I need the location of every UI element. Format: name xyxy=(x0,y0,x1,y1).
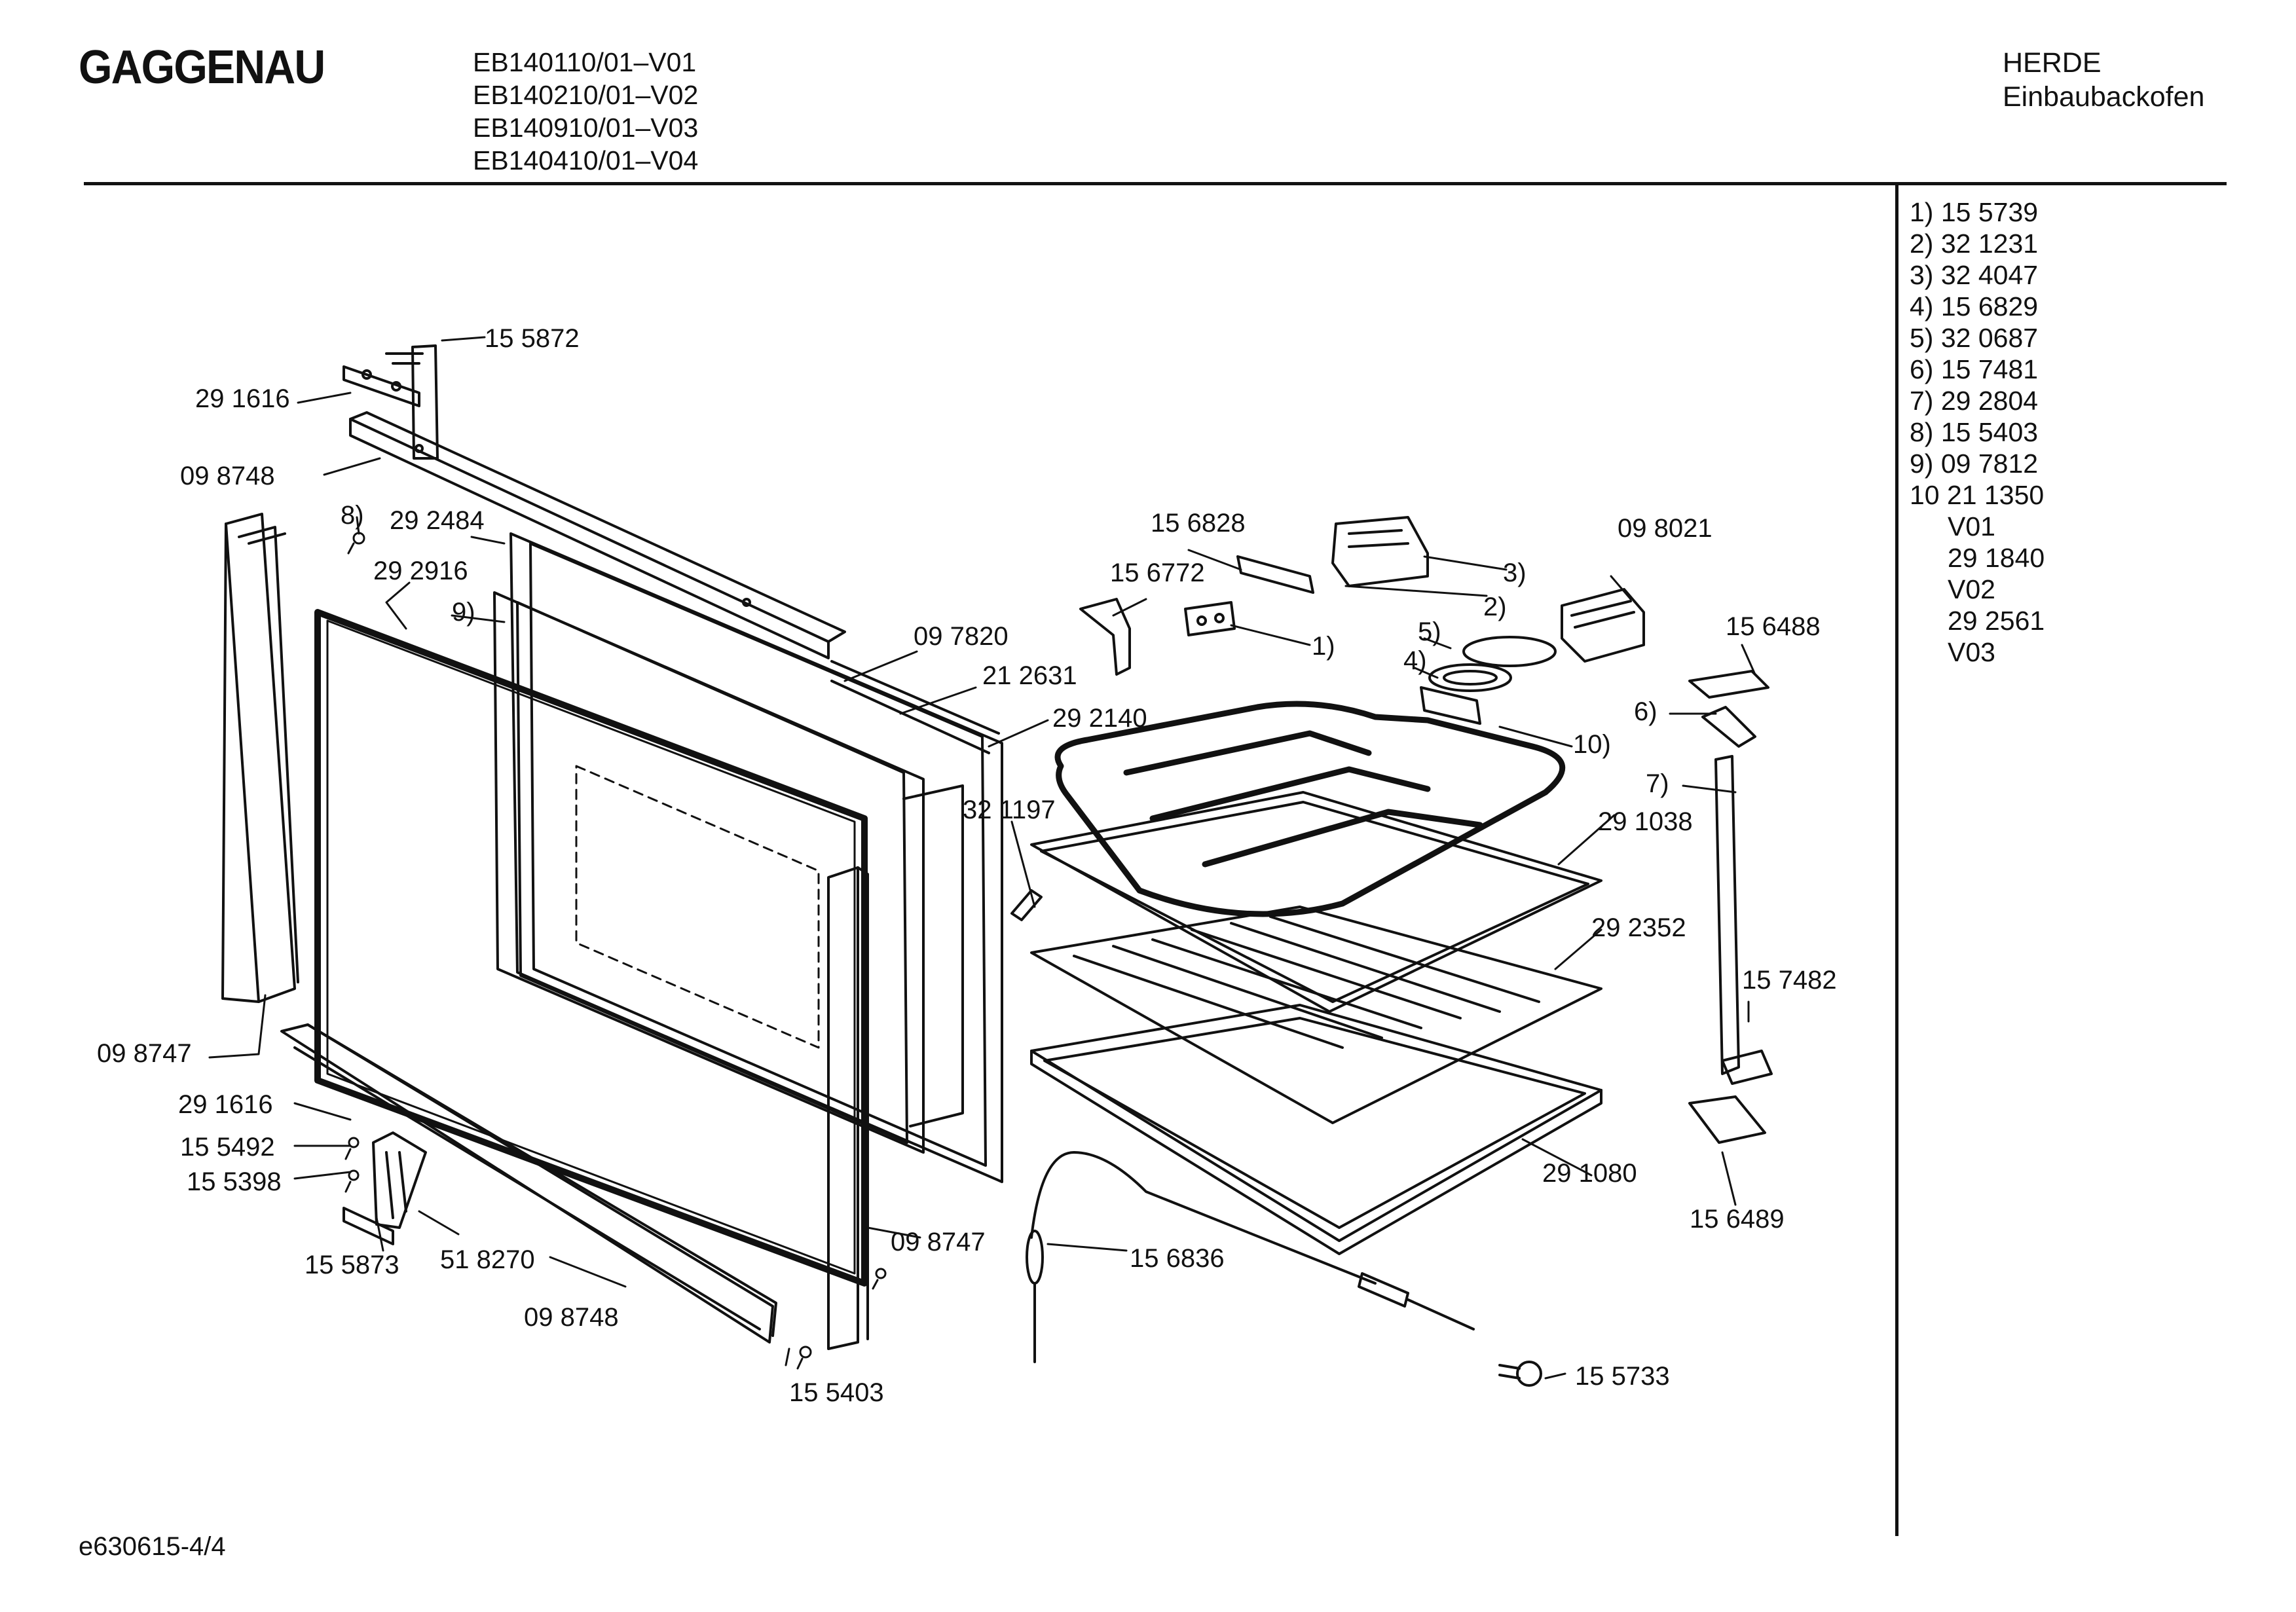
brand-logo: GAGGENAU xyxy=(79,41,325,94)
part-label: 15 6828 xyxy=(1151,509,1246,538)
leader-lines xyxy=(208,336,1756,1380)
part-label: 09 8021 xyxy=(1618,514,1713,543)
legend-item: 9) 09 7812 xyxy=(1910,449,2039,479)
part-label: 29 2352 xyxy=(1591,913,1686,942)
part-label: 09 8747 xyxy=(891,1228,986,1256)
legend-item: 8) 15 5403 xyxy=(1910,417,2039,447)
part-label: 15 5398 xyxy=(187,1167,282,1196)
temperature-probe xyxy=(1026,1151,1475,1363)
part-label: 51 8270 xyxy=(440,1245,535,1274)
legend-item: V01 xyxy=(1948,511,1995,541)
legend-item: 6) 15 7481 xyxy=(1910,354,2039,384)
door-inner-frames xyxy=(493,532,1003,1183)
part-label: 9) xyxy=(452,598,475,627)
parts-legend: 1) 15 5739 2) 32 1231 3) 32 4047 4) 15 6… xyxy=(1910,196,2045,668)
part-label: 15 6488 xyxy=(1726,612,1821,641)
oven-rack xyxy=(1030,906,1602,1124)
hinge-bracket-bottom xyxy=(343,1131,427,1245)
legend-divider xyxy=(1895,185,1898,1536)
door-side-profile-right xyxy=(827,866,869,1350)
document-code: e630615-4/4 xyxy=(79,1532,226,1561)
part-label: 1) xyxy=(1312,632,1335,661)
legend-item: 4) 15 6829 xyxy=(1910,291,2039,321)
part-label: 15 6836 xyxy=(1130,1244,1225,1273)
part-label: 29 2916 xyxy=(373,557,468,585)
oven-lamp xyxy=(1498,1361,1542,1387)
part-label: 29 2484 xyxy=(390,506,485,535)
mounting-bracket xyxy=(1079,598,1131,676)
part-label: 15 5733 xyxy=(1575,1362,1670,1391)
model-list: EB140110/01–V01 EB140210/01–V02 EB140910… xyxy=(473,46,698,177)
part-label: 15 5492 xyxy=(180,1133,275,1162)
door-side-profile-left xyxy=(221,513,299,1003)
part-label: 29 1616 xyxy=(178,1090,273,1119)
part-label: 29 1616 xyxy=(195,384,290,413)
heating-element-flange xyxy=(1420,686,1481,725)
legend-item: 5) 32 0687 xyxy=(1910,323,2039,353)
part-label: 29 1080 xyxy=(1542,1159,1637,1188)
part-label: 15 6772 xyxy=(1110,559,1205,587)
socket-connector xyxy=(1184,601,1236,636)
exploded-view-diagram: 15 5872 29 1616 09 8748 8) 29 2484 29 29… xyxy=(97,324,1837,1407)
model-number: EB140210/01–V02 xyxy=(473,80,699,110)
heating-element xyxy=(1054,701,1566,917)
legend-item: 1) 15 5739 xyxy=(1910,197,2039,227)
legend-item: 2) 32 1231 xyxy=(1910,229,2039,259)
part-label: 21 2631 xyxy=(982,661,1077,690)
part-labels: 15 5872 29 1616 09 8748 8) 29 2484 29 29… xyxy=(97,324,1837,1407)
door-rail-top xyxy=(349,411,846,659)
model-number: EB140910/01–V03 xyxy=(473,113,699,143)
part-label: 09 8748 xyxy=(180,462,275,490)
part-label: 29 1038 xyxy=(1598,807,1693,836)
part-label: 29 2140 xyxy=(1052,704,1147,733)
gasket-plates xyxy=(1236,555,1557,692)
part-label: 15 7482 xyxy=(1742,966,1837,995)
header-divider xyxy=(84,182,2227,185)
part-label: 8) xyxy=(341,501,364,530)
part-label: 3) xyxy=(1503,559,1527,587)
part-label: 09 8748 xyxy=(524,1303,619,1332)
part-label: 4) xyxy=(1403,646,1427,675)
door-rail-bottom xyxy=(280,1023,777,1344)
part-label: 7) xyxy=(1646,769,1669,798)
terminal-block xyxy=(1561,588,1645,663)
legend-item: 7) 29 2804 xyxy=(1910,386,2039,416)
door-glass-panel xyxy=(314,609,868,1287)
part-label: 15 6489 xyxy=(1690,1205,1785,1234)
legend-item: 10 21 1350 xyxy=(1910,480,2045,510)
roasting-pan xyxy=(1030,1004,1602,1255)
part-label: 5) xyxy=(1418,617,1441,646)
part-label: 09 8747 xyxy=(97,1039,192,1068)
part-label: 32 1197 xyxy=(963,796,1056,824)
legend-item: 29 2561 xyxy=(1948,606,2045,636)
model-number: EB140110/01–V01 xyxy=(473,47,697,77)
baking-tray xyxy=(1030,791,1602,1013)
part-label: 15 5873 xyxy=(305,1251,399,1279)
part-label: 10) xyxy=(1573,730,1611,759)
model-number: EB140410/01–V04 xyxy=(473,145,699,175)
legend-item: V03 xyxy=(1948,637,1995,667)
part-label: 6) xyxy=(1634,697,1657,726)
part-label: 2) xyxy=(1483,593,1507,621)
legend-item: 29 1840 xyxy=(1948,543,2045,573)
part-label: 15 5872 xyxy=(485,324,580,353)
hinge-bracket-top xyxy=(343,344,439,460)
thermostat-block xyxy=(1331,516,1429,587)
category-title: HERDE xyxy=(2003,47,2102,79)
legend-item: 3) 32 4047 xyxy=(1910,260,2039,290)
category-subtitle: Einbaubackofen xyxy=(2003,81,2205,113)
side-rail-assembly xyxy=(1688,670,1773,1144)
part-label: 09 7820 xyxy=(914,622,1009,651)
part-label: 15 5403 xyxy=(789,1378,884,1407)
probe-socket xyxy=(1010,889,1043,921)
legend-item: V02 xyxy=(1948,574,1995,604)
category-block: HERDE Einbaubackofen xyxy=(2003,46,2204,114)
